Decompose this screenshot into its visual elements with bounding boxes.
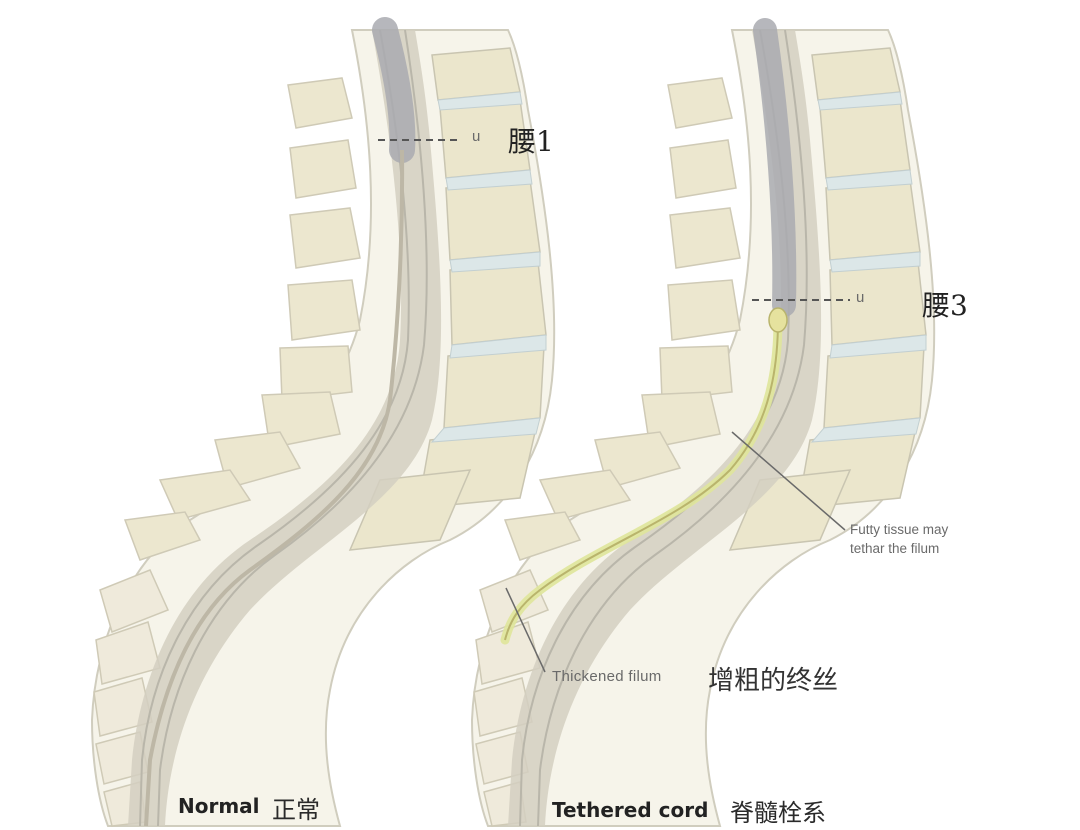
fatty-tissue-note: Futty tissue may tethar the filum: [850, 522, 949, 556]
caption-tethered-cord-zh: 脊髓栓系: [730, 799, 826, 827]
level-label-left: 腰1: [508, 125, 554, 158]
normal-spine: [91, 17, 556, 827]
level-label-right: 腰3: [922, 289, 968, 322]
level-mark-right: u: [856, 289, 865, 306]
caption-tethered-cord: Tethered cord: [552, 798, 709, 822]
level-mark-left: u: [472, 128, 481, 145]
thickened-filum-pointer: [505, 587, 546, 673]
fatty-tissue-pointer: [731, 431, 846, 531]
caption-normal-zh: 正常: [272, 796, 320, 824]
tethered-spine: [471, 18, 936, 827]
caption-normal: Normal: [178, 794, 260, 818]
thickened-filum-label-zh: 增粗的终丝: [708, 666, 839, 696]
thickened-filum-label: Thickened filum: [552, 668, 662, 685]
